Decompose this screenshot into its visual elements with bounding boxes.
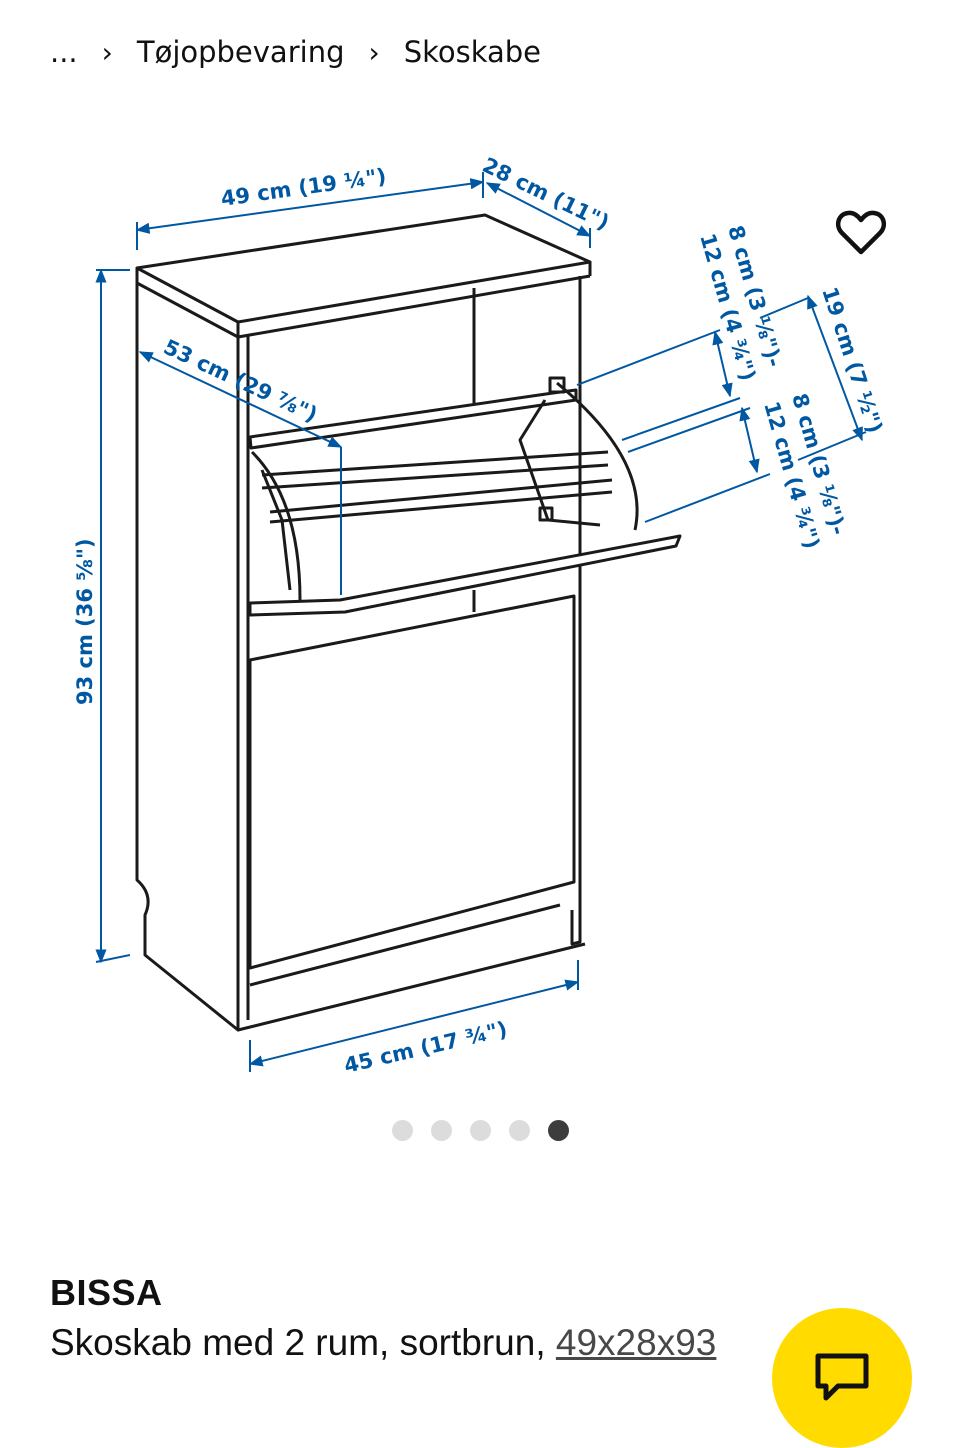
cabinet-drawing xyxy=(135,213,682,1032)
product-size-link[interactable]: 49x28x93 xyxy=(555,1322,717,1363)
breadcrumb-item-clothes-storage[interactable]: Tøjopbevaring xyxy=(136,35,345,69)
product-description-text: Skoskab med 2 rum, sortbrun, xyxy=(50,1322,556,1363)
dim-width-label: 49 cm (19 ¼") xyxy=(219,164,387,211)
breadcrumb-item-shoe-cabinets[interactable]: Skoskabe xyxy=(403,35,542,69)
breadcrumb-ellipsis[interactable]: ... xyxy=(50,35,78,69)
breadcrumb: ... › Tøjopbevaring › Skoskabe xyxy=(50,30,541,74)
pagination-dot[interactable] xyxy=(391,1120,413,1141)
chat-bubble-icon xyxy=(815,1353,869,1401)
chevron-right-icon: › xyxy=(101,35,113,69)
dim-open-depth-label: 53 cm (29 ⅞") xyxy=(160,335,321,427)
chat-button[interactable] xyxy=(772,1308,912,1448)
dimension-lines xyxy=(95,172,867,1072)
product-name: BISSA xyxy=(50,1272,163,1313)
dimension-drawing: 49 cm (19 ¼") 28 cm (11") 93 cm (36 ⅝") … xyxy=(73,153,887,1078)
dim-base-width-label: 45 cm (17 ¾") xyxy=(342,1017,510,1078)
product-description: Skoskab med 2 rum, sortbrun, 49x28x93 xyxy=(50,1322,716,1364)
pagination-dot[interactable] xyxy=(508,1120,530,1141)
heart-outline-icon xyxy=(835,210,887,255)
pagination-dot-active[interactable] xyxy=(547,1120,569,1141)
gallery-pagination xyxy=(0,1120,960,1144)
dim-height-label: 93 cm (36 ⅝") xyxy=(73,538,97,705)
pagination-dot[interactable] xyxy=(430,1120,452,1141)
chevron-right-icon: › xyxy=(368,35,380,69)
favorite-button[interactable] xyxy=(832,204,890,262)
pagination-dot[interactable] xyxy=(469,1120,491,1141)
product-image-gallery[interactable]: 49 cm (19 ¼") 28 cm (11") 93 cm (36 ⅝") … xyxy=(0,120,960,1100)
